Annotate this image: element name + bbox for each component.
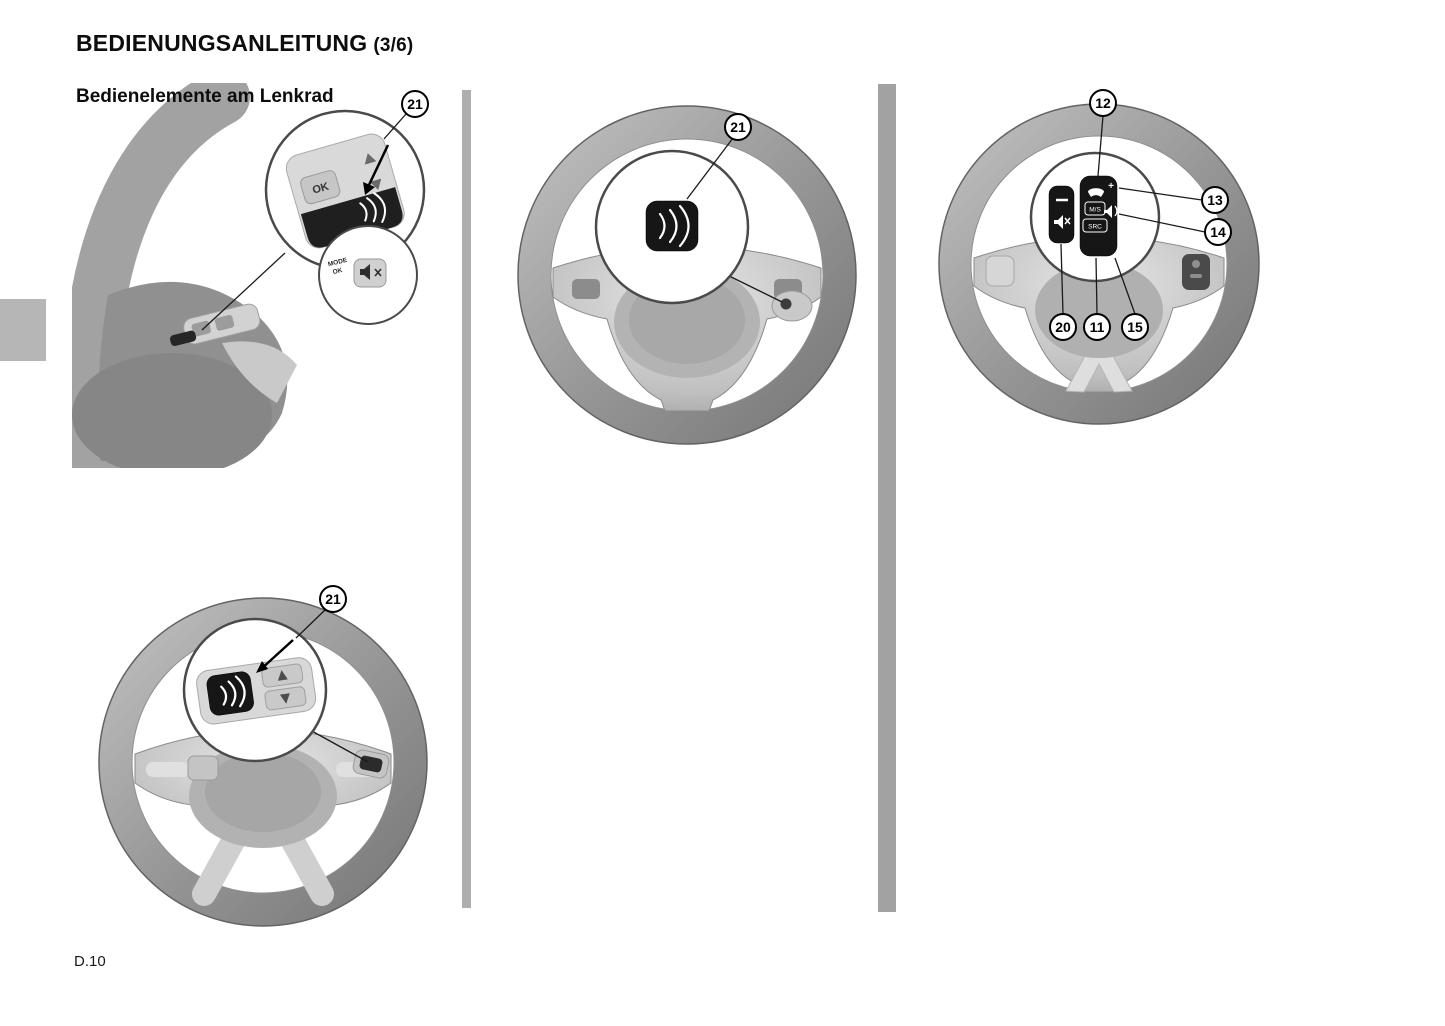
svg-text:11: 11 — [1090, 319, 1105, 335]
svg-text:21: 21 — [325, 591, 341, 607]
airbag-center — [205, 752, 321, 832]
bottom-spoke-right — [278, 824, 334, 906]
callout-21: 21 — [401, 90, 429, 118]
svg-text:21: 21 — [730, 119, 746, 135]
volume-pod — [1048, 185, 1075, 244]
plus-icon: + — [1108, 181, 1114, 192]
voice-icon — [359, 192, 387, 223]
callout-13: 13 — [1201, 186, 1229, 214]
section-edge-tab — [0, 299, 46, 361]
control-strip — [196, 657, 317, 725]
page-subtitle: Bedienelemente am Lenkrad — [76, 86, 334, 107]
callout-21: 21 — [724, 113, 752, 141]
callout-15: 15 — [1121, 313, 1149, 341]
left-spoke-pod — [187, 755, 219, 781]
arrow-down-icon — [279, 693, 290, 704]
speaker-icon — [1104, 205, 1118, 218]
spoke-highlight — [222, 341, 297, 403]
mode-switch-button — [1084, 201, 1106, 216]
callout-21: 21 — [319, 585, 347, 613]
mode-label: MODE — [327, 257, 348, 269]
keypad: OK — [285, 133, 405, 249]
arrow-down-icon — [369, 178, 382, 190]
page-title-text: BEDIENUNGSANLEITUNG — [76, 30, 368, 56]
airbag-cover — [72, 353, 272, 468]
cruise-button — [1192, 260, 1200, 268]
callout-14: 14 — [1204, 218, 1232, 246]
column-divider-2 — [878, 84, 896, 912]
pointer-arrow — [259, 639, 294, 671]
page-title-section: (3/6) — [373, 35, 414, 56]
voice-control-button — [645, 200, 699, 252]
pointer-arrowhead — [363, 182, 375, 195]
mode-switch-label: M/S — [1089, 207, 1101, 214]
cruise-switch — [1190, 274, 1202, 278]
ok-button-label: OK — [311, 181, 330, 197]
control-stalk — [169, 330, 197, 346]
callout-20: 20 — [1049, 313, 1077, 341]
left-spoke-pod — [985, 255, 1015, 287]
left-spoke-chrome — [146, 762, 190, 777]
figure-wheel-voice-2: 21 — [98, 585, 428, 927]
page-number: D.10 — [74, 953, 106, 970]
svg-text:13: 13 — [1207, 192, 1223, 208]
ok-small-label: OK — [332, 267, 343, 276]
svg-text:21: 21 — [407, 96, 423, 112]
mute-icon — [1054, 215, 1071, 229]
left-spoke-pod — [572, 279, 600, 299]
voice-icon — [220, 675, 246, 708]
source-label: SRC — [1088, 224, 1102, 231]
svg-text:15: 15 — [1127, 319, 1143, 335]
control-pod — [169, 303, 261, 346]
bottom-spoke-left — [192, 824, 248, 906]
svg-text:20: 20 — [1055, 319, 1071, 335]
mute-speaker-icon — [360, 264, 382, 280]
stalk-pod — [771, 290, 813, 322]
voice-control-button — [206, 671, 254, 716]
arrow-up-icon — [277, 670, 288, 681]
callout-11: 11 — [1083, 313, 1111, 341]
voice-icon — [658, 204, 690, 248]
pointer-arrowhead — [256, 661, 268, 673]
phone-icon — [1088, 188, 1104, 197]
ok-button — [300, 170, 341, 205]
page-title: BEDIENUNGSANLEITUNG(3/6) — [76, 30, 413, 57]
figure-wheel-audio: M/S SRC + 12 13 14 20 — [938, 89, 1260, 425]
column-divider-1 — [462, 90, 471, 908]
pointer-arrow — [366, 144, 390, 188]
figure-wheel-voice: 21 — [517, 105, 857, 445]
cruise-pod — [1182, 254, 1210, 290]
bottom-spoke-trim — [1065, 328, 1133, 393]
figure-wheel-closeup: OK MODE OK 21 — [72, 83, 429, 468]
callout-12: 12 — [1089, 89, 1117, 117]
source-button — [1082, 218, 1108, 233]
voice-button-area — [300, 187, 403, 248]
svg-text:12: 12 — [1095, 95, 1111, 111]
svg-text:14: 14 — [1210, 224, 1226, 240]
arrow-up-icon — [364, 153, 377, 165]
stalk-button — [780, 298, 792, 310]
